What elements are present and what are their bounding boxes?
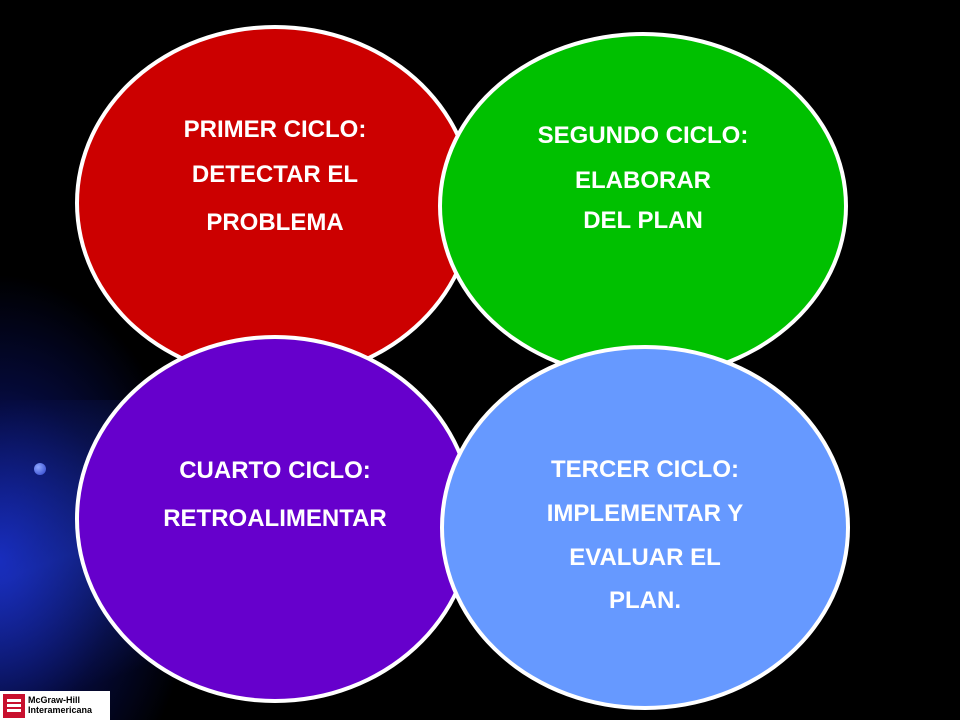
cycle-second-circle: SEGUNDO CICLO: ELABORAR DEL PLAN: [438, 32, 848, 380]
cycle-first-line-3: PROBLEMA: [206, 208, 344, 236]
publisher-logo: McGraw-Hill Interamericana: [0, 691, 110, 720]
cycle-fourth-circle: CUARTO CICLO: RETROALIMENTAR: [75, 335, 475, 703]
cycle-first-line-2: DETECTAR EL: [191, 161, 359, 189]
cycle-second-line-3: DEL PLAN: [583, 206, 703, 234]
cycle-third-line-2: IMPLEMENTAR Y: [546, 499, 744, 527]
cycle-second-title: SEGUNDO CICLO:: [537, 121, 749, 149]
cycle-fourth-line-2: RETROALIMENTAR: [163, 505, 387, 532]
logo-line-2: Interamericana: [28, 704, 93, 715]
logo-line-1: McGraw-Hill: [28, 695, 81, 706]
decorative-dot: [34, 463, 46, 475]
cycle-first-circle: PRIMER CICLO: DETECTAR EL PROBLEMA: [75, 25, 475, 381]
cycle-third-line-3: EVALUAR EL: [569, 543, 721, 571]
cycle-second-line-2: ELABORAR: [574, 167, 711, 195]
publisher-logo-text: McGraw-Hill Interamericana: [28, 695, 93, 715]
cycle-third-line-4: PLAN.: [608, 587, 681, 615]
cycle-first-title: PRIMER CICLO:: [183, 115, 367, 143]
cycle-third-title: TERCER CICLO:: [550, 456, 739, 484]
mcgraw-hill-logo-icon: [3, 693, 25, 718]
cycle-fourth-title: CUARTO CICLO:: [179, 457, 371, 485]
cycle-third-circle: TERCER CICLO: IMPLEMENTAR Y EVALUAR EL P…: [440, 345, 850, 710]
